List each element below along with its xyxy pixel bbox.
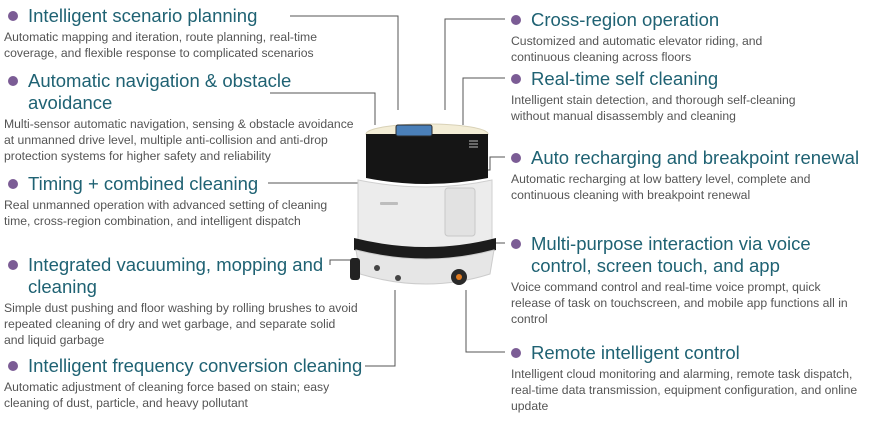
feature-description: Customized and automatic elevator riding… [511, 34, 763, 64]
bullet-icon [8, 179, 18, 189]
feature-multi-purpose-interaction: Multi-purpose interaction via voice cont… [507, 233, 871, 327]
feature-description: Multi-sensor automatic navigation, sensi… [4, 117, 354, 163]
connector-line [462, 77, 505, 125]
feature-title: Real-time self cleaning [531, 68, 719, 89]
feature-title: Timing + combined cleaning [28, 173, 259, 194]
bullet-icon [511, 348, 521, 358]
feature-description: Automatic recharging at low battery leve… [511, 172, 811, 202]
feature-description: Intelligent stain detection, and thoroug… [511, 93, 796, 123]
bullet-icon [511, 15, 521, 25]
connector-line [444, 18, 505, 110]
bullet-icon [511, 153, 521, 163]
connector-line [329, 259, 356, 265]
feature-title: Remote intelligent control [531, 342, 740, 363]
feature-remote-intelligent-control: Remote intelligent control Intelligent c… [507, 342, 871, 414]
feature-description: Voice command control and real-time voic… [511, 280, 848, 326]
feature-intelligent-scenario-planning: Intelligent scenario planning Automatic … [4, 5, 334, 61]
bullet-icon [8, 11, 18, 21]
feature-description: Simple dust pushing and floor washing by… [4, 301, 358, 347]
feature-title: Automatic navigation & obstacle avoidanc… [28, 70, 292, 113]
bullet-icon [511, 239, 521, 249]
feature-title: Intelligent frequency conversion cleanin… [28, 355, 363, 376]
feature-description: Intelligent cloud monitoring and alarmin… [511, 367, 858, 413]
feature-title: Multi-purpose interaction via voice cont… [531, 233, 811, 276]
connector-line [465, 290, 505, 353]
feature-timing-combined-cleaning: Timing + combined cleaning Real unmanned… [4, 173, 339, 229]
feature-real-time-self-cleaning: Real-time self cleaning Intelligent stai… [507, 68, 827, 124]
bullet-icon [8, 76, 18, 86]
feature-description: Real unmanned operation with advanced se… [4, 198, 328, 228]
feature-integrated-vacuuming: Integrated vacuuming, mopping and cleani… [4, 254, 359, 348]
bullet-icon [511, 74, 521, 84]
feature-description: Automatic mapping and iteration, route p… [4, 30, 317, 60]
feature-frequency-conversion-cleaning: Intelligent frequency conversion cleanin… [4, 355, 369, 411]
connector-line [270, 92, 376, 125]
feature-automatic-navigation: Automatic navigation & obstacle avoidanc… [4, 70, 359, 164]
bullet-icon [8, 361, 18, 371]
feature-description: Automatic adjustment of cleaning force b… [4, 380, 330, 410]
cleaning-robot-illustration [350, 123, 496, 285]
feature-title: Cross-region operation [531, 9, 720, 30]
feature-title: Intelligent scenario planning [28, 5, 258, 26]
connector-line [290, 15, 399, 110]
connector-line [365, 290, 396, 367]
bullet-icon [8, 260, 18, 270]
feature-title: Auto recharging and breakpoint renewal [531, 147, 860, 168]
feature-cross-region-operation: Cross-region operation Customized and au… [507, 9, 797, 65]
feature-auto-recharging: Auto recharging and breakpoint renewal A… [507, 147, 871, 203]
feature-title: Integrated vacuuming, mopping and cleani… [28, 254, 324, 297]
